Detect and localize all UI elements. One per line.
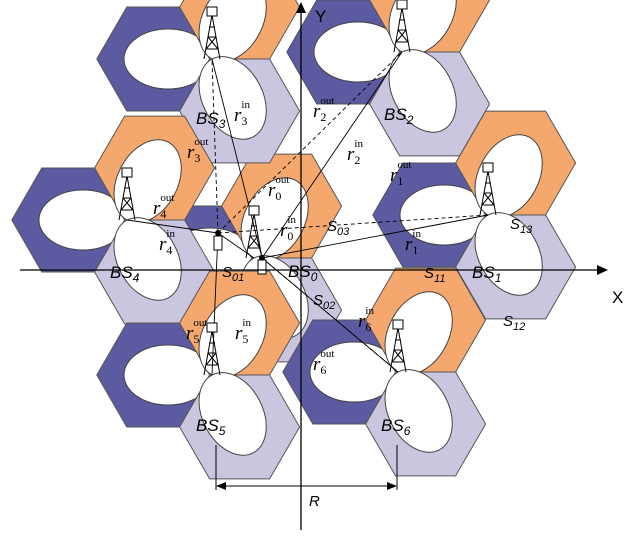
- sector-label-13: S13: [510, 216, 533, 236]
- bs-label-5: BS5: [196, 416, 226, 438]
- bs-label-2: BS2: [384, 105, 414, 127]
- bs-label-0: BS0: [288, 262, 318, 284]
- bs-label-6: BS6: [381, 416, 411, 438]
- distance-line: [261, 214, 489, 259]
- phone-icon: [213, 235, 223, 251]
- sector-label-02: S02: [313, 292, 335, 312]
- distance-label-r5-out: r5out: [186, 317, 207, 346]
- distance-label-r4-out: r4out: [153, 192, 174, 221]
- sector-label-01: S01: [222, 264, 244, 284]
- y-axis-arrowhead: [296, 2, 306, 13]
- bs-label-4: BS4: [110, 263, 140, 285]
- distance-line: [217, 214, 489, 234]
- mobile-user-marker: [215, 230, 221, 236]
- distance-line: [261, 51, 403, 259]
- sector-label-03: S03: [327, 218, 350, 238]
- antenna-lobe: [384, 369, 453, 453]
- antenna-tower-icon: [479, 162, 497, 216]
- distance-label-r1-out: r1out: [390, 159, 411, 188]
- r-dimension-arrow-left: [216, 482, 226, 490]
- r-dimension-label: R: [309, 493, 320, 510]
- hexagon-sector-layer: [11, 0, 577, 480]
- phone-icon: [257, 259, 267, 275]
- distance-label-r0-out: r0out: [268, 174, 289, 203]
- distance-label-r5-in: r5in: [235, 317, 251, 346]
- sector-label-11: S11: [424, 265, 445, 285]
- x-axis-arrowhead: [597, 265, 608, 275]
- antenna-tower-icon: [203, 6, 221, 60]
- distance-line: [211, 232, 219, 376]
- distance-lines-layer: [126, 51, 489, 376]
- towers-layer: [118, 0, 497, 376]
- distance-label-r2-in: r2in: [347, 138, 363, 167]
- antenna-tower-icon: [118, 167, 136, 221]
- sector-label-12: S12: [503, 313, 525, 333]
- distance-label-r4-in: r4in: [159, 228, 175, 257]
- distance-line: [211, 58, 219, 234]
- distance-line: [217, 232, 255, 259]
- distance-line: [261, 257, 399, 373]
- antenna-tower-icon: [393, 0, 411, 53]
- distance-label-r6-in: r6in: [358, 305, 374, 334]
- distance-label-r2-out: r2out: [313, 95, 334, 124]
- r-dimension-arrow-right: [387, 482, 397, 490]
- distance-line: [126, 219, 219, 234]
- y-axis-label: Y: [315, 7, 326, 26]
- distance-label-r3-in: r3in: [234, 99, 250, 128]
- bs-label-1: BS1: [472, 263, 501, 285]
- x-axis-label: X: [612, 288, 623, 307]
- bs-label-3: BS3: [196, 109, 226, 131]
- distance-label-r1-in: r1in: [405, 228, 421, 257]
- antenna-tower-icon: [203, 322, 221, 376]
- antenna-tower-icon: [389, 319, 407, 373]
- distance-label-r3-out: r3out: [187, 136, 208, 165]
- axes: Y X R: [20, 2, 623, 530]
- distance-line: [211, 58, 263, 259]
- distance-label-r6-out: r6out: [313, 348, 334, 377]
- antenna-tower-icon: [245, 205, 263, 259]
- distance-label-r0-in: r0in: [280, 214, 296, 243]
- distance-line: [217, 51, 403, 234]
- antenna-lobe: [198, 372, 267, 456]
